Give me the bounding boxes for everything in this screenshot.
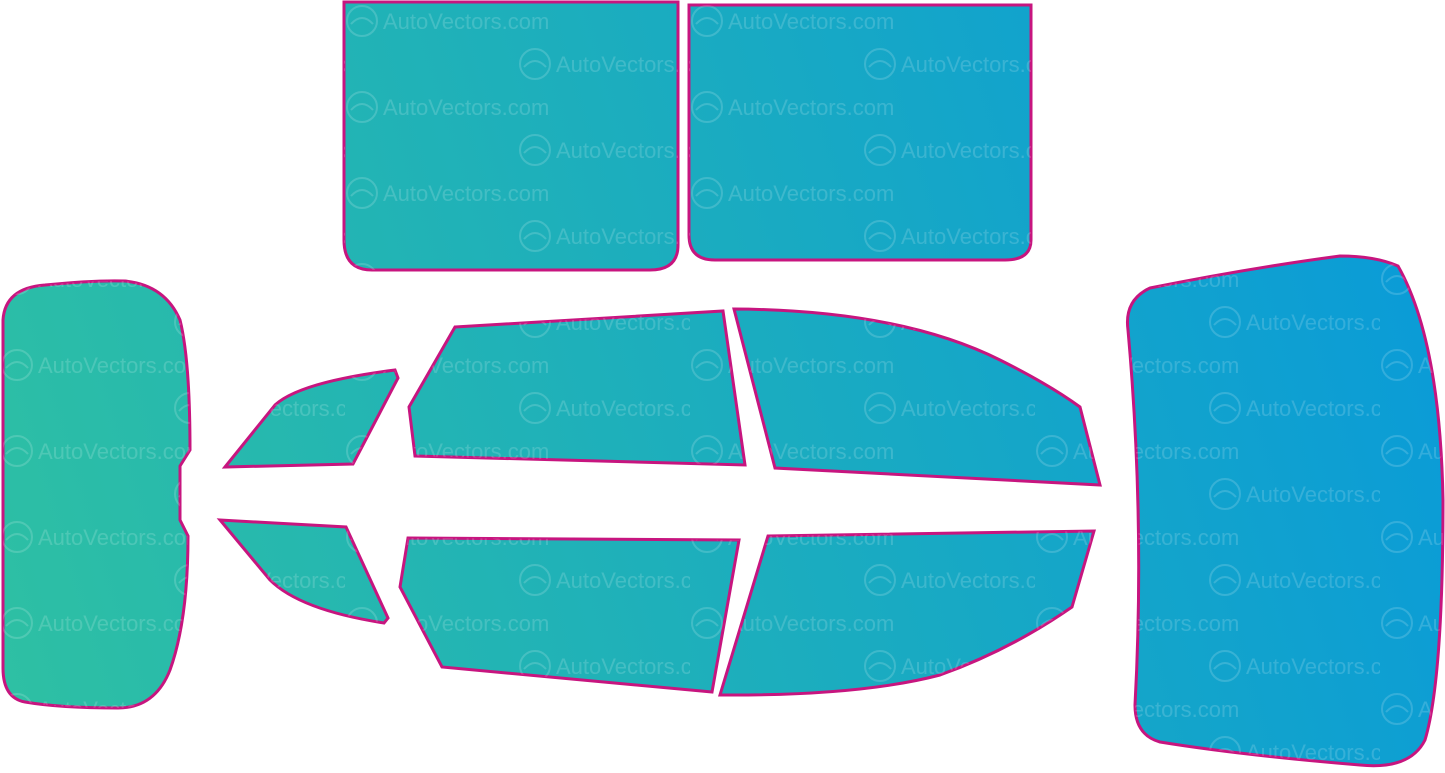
quarter-glass-upper-panel bbox=[221, 368, 400, 469]
quarter-glass-lower-panel bbox=[216, 518, 390, 625]
front-door-window-lower-panel bbox=[717, 529, 1097, 697]
rear-windshield-left-panel bbox=[342, 0, 680, 272]
front-door-window-upper-panel bbox=[732, 307, 1102, 487]
windshield-panel bbox=[1, 279, 192, 710]
rear-windshield-right-panel bbox=[687, 3, 1033, 262]
rear-door-window-lower-panel bbox=[398, 536, 741, 694]
rear-window-panel bbox=[1125, 254, 1445, 768]
rear-door-window-upper-panel bbox=[407, 309, 747, 467]
